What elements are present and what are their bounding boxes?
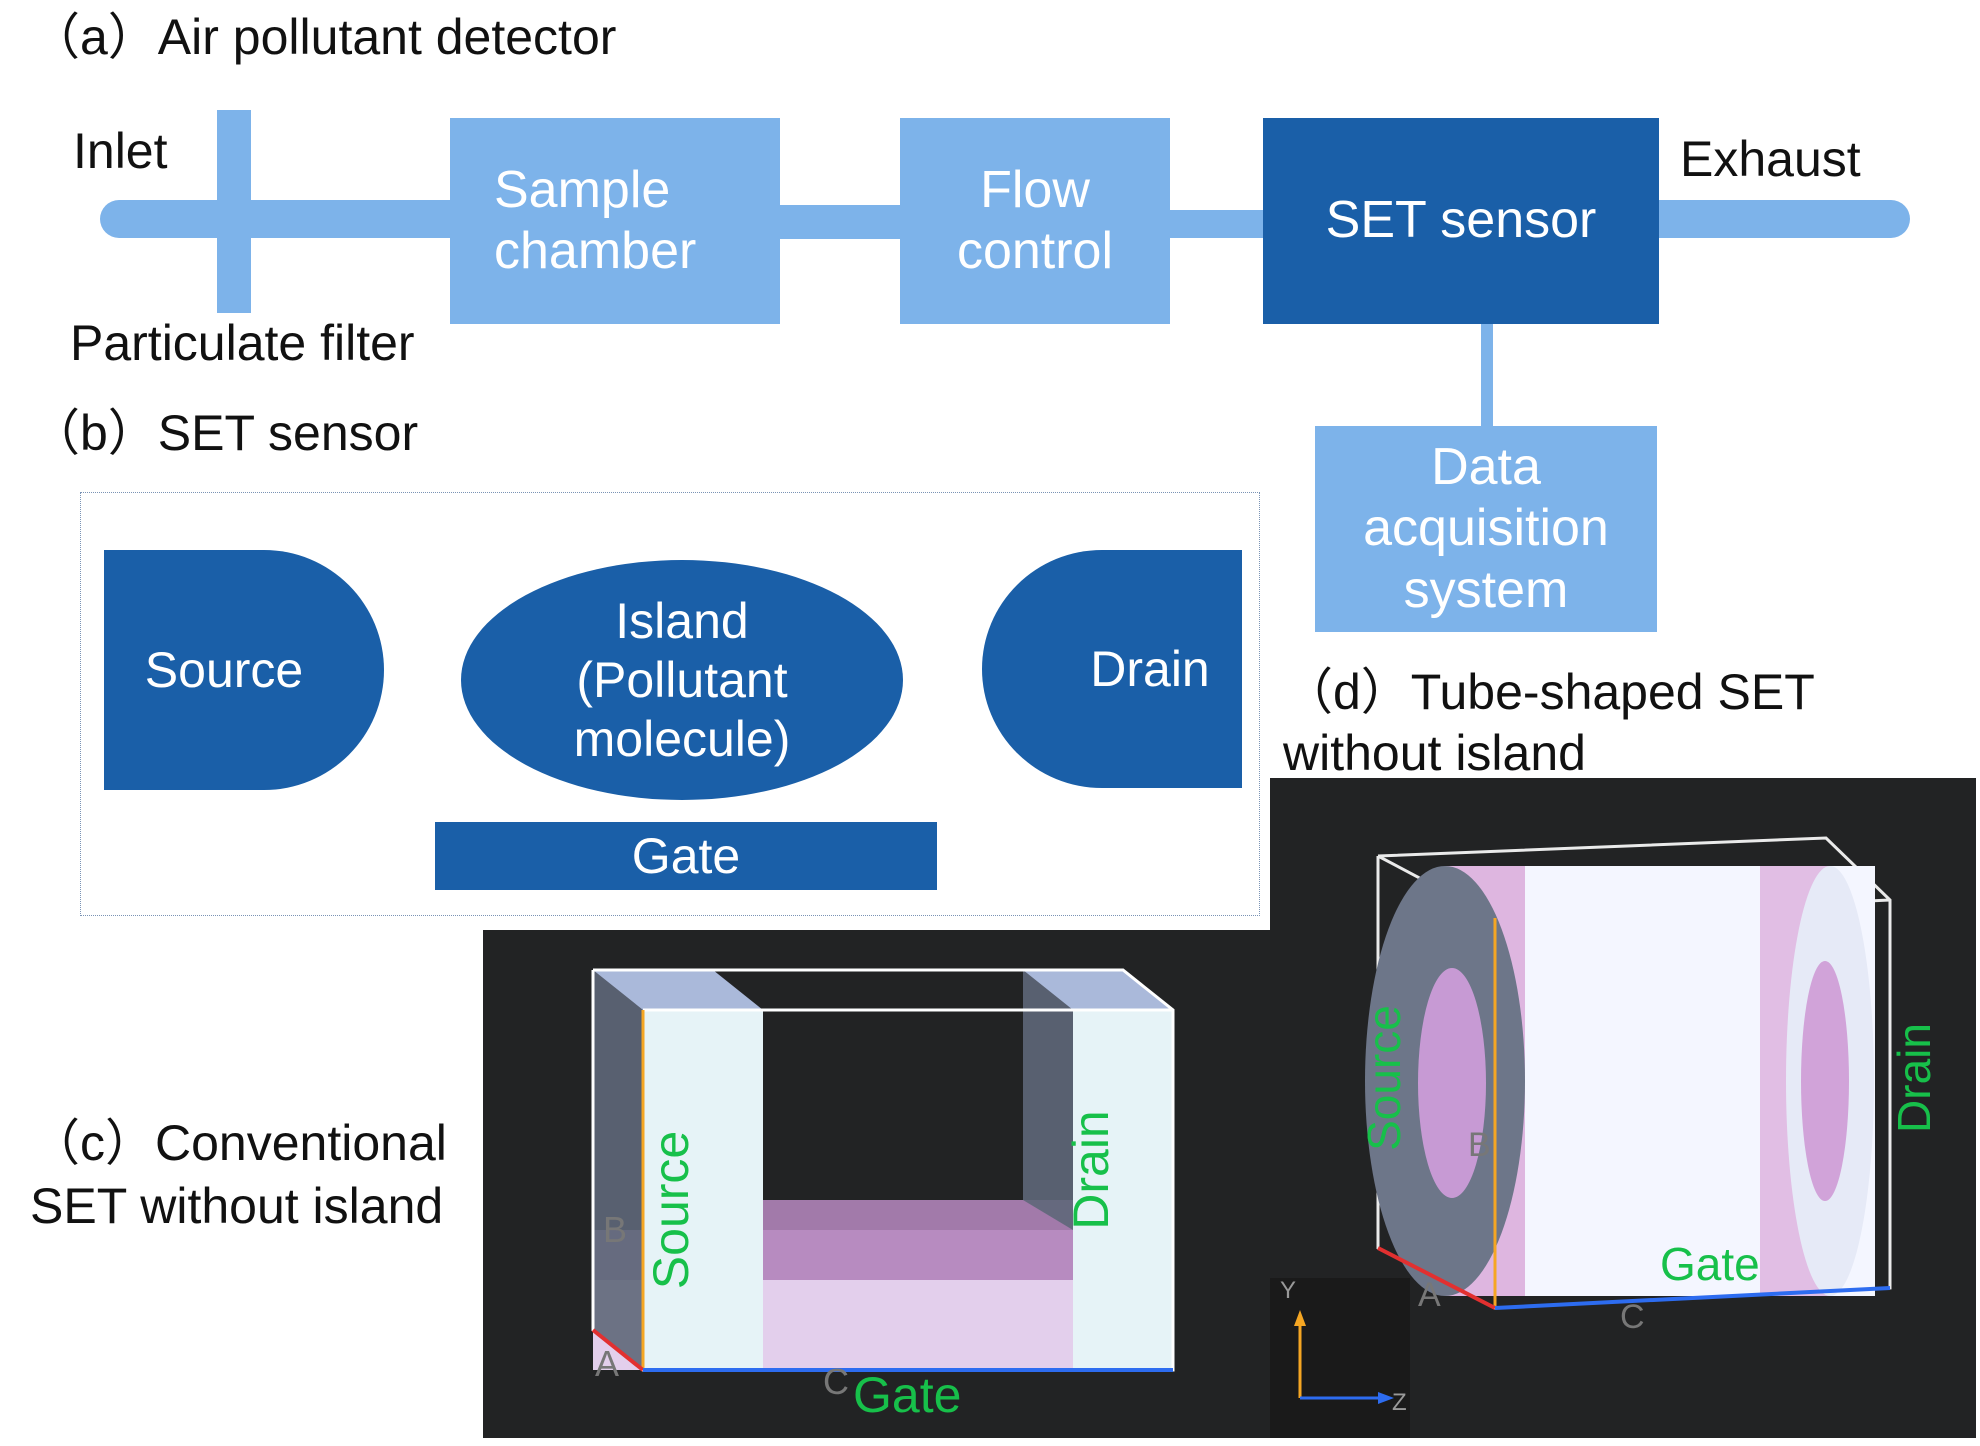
source-label-wrap: Source <box>104 550 344 790</box>
diagram-shape <box>1294 1310 1306 1326</box>
drain-block <box>1073 1010 1173 1370</box>
source-shape <box>104 550 384 790</box>
inlet-pipe <box>100 200 460 238</box>
flow-control-label: Flow control <box>956 160 1114 280</box>
pipe-sensor-daq <box>1481 318 1493 430</box>
set-sensor-label: SET sensor <box>1325 191 1597 250</box>
sample-chamber-label: Sample chamber <box>494 160 697 280</box>
pipe-flow-sensor <box>1168 210 1268 238</box>
panel-b-title: （b）SET sensor <box>30 405 419 461</box>
source-block <box>643 1010 763 1370</box>
sample-chamber-box: Sample chamber <box>450 118 780 324</box>
drain-side <box>1023 970 1073 1230</box>
filter-label: Particulate filter <box>70 315 415 371</box>
island-ellipse: Island (Pollutant molecule) <box>461 560 903 800</box>
d-gate-label: Gate <box>1660 1238 1760 1290</box>
conventional-set-svg: Source Drain Gate B A C <box>591 968 1175 1423</box>
d-axis-c: C <box>1620 1298 1645 1336</box>
c-gate-label: Gate <box>853 1367 961 1423</box>
source-side <box>593 970 643 1370</box>
exhaust-label: Exhaust <box>1680 131 1861 187</box>
tube-set-render: Y Z Source Drain Gate B A C <box>1270 778 1976 1438</box>
diagram-shape <box>1377 1246 1496 1310</box>
d-axis-z: Z <box>1392 1389 1407 1416</box>
c-axis-b: B <box>603 1209 627 1250</box>
data-acquisition-box: Data acquisition system <box>1315 426 1657 632</box>
pipe-chamber-flow <box>775 205 905 239</box>
flow-control-box: Flow control <box>900 118 1170 324</box>
diagram-shape <box>1378 1392 1394 1404</box>
exhaust-pipe <box>1658 200 1910 238</box>
drain-hole <box>1801 961 1849 1201</box>
d-drain-label: Drain <box>1888 1023 1940 1133</box>
panel-d-title: （d）Tube-shaped SET without island <box>1283 664 1814 781</box>
drain-label: Drain <box>1090 640 1210 697</box>
set-sensor-frame <box>80 492 1260 916</box>
source-top <box>593 970 763 1010</box>
source-ring-hole <box>1418 968 1486 1198</box>
c-source-label: Source <box>643 1131 699 1289</box>
panel-c-title-line1: （c）Conventional SET without island <box>30 1112 460 1237</box>
diagram-shape <box>1270 1278 1410 1438</box>
inlet-label: Inlet <box>73 123 168 179</box>
diagram-shape <box>1494 1286 1891 1310</box>
set-sensor-box: SET sensor <box>1263 118 1659 324</box>
panel-a-title: （a）Air pollutant detector <box>30 9 617 65</box>
source-label: Source <box>144 641 304 698</box>
d-source-label: Source <box>1358 1005 1410 1151</box>
drain-label-wrap: Drain <box>1040 550 1260 788</box>
d-axis-a: A <box>1418 1276 1441 1314</box>
panel-c-title: （c）Conventional SET without island <box>30 1115 447 1234</box>
gate-bar: Gate <box>435 822 937 890</box>
tube-set-svg: Y Z Source Drain Gate B A C <box>1270 836 1940 1438</box>
d-axis-y: Y <box>1280 1277 1296 1304</box>
drain-shape <box>982 550 1242 788</box>
c-axis-c: C <box>823 1361 849 1402</box>
c-axis-a: A <box>595 1343 619 1384</box>
conventional-set-render: Source Drain Gate B A C <box>483 930 1273 1438</box>
island-label: Island (Pollutant molecule) <box>573 592 791 767</box>
diagram-shape <box>591 1328 645 1372</box>
c-drain-label: Drain <box>1063 1110 1119 1229</box>
gate-label: Gate <box>631 827 741 884</box>
particulate-filter <box>217 110 251 313</box>
d-axis-b: B <box>1468 1126 1491 1164</box>
data-acquisition-label: Data acquisition system <box>1363 437 1609 619</box>
